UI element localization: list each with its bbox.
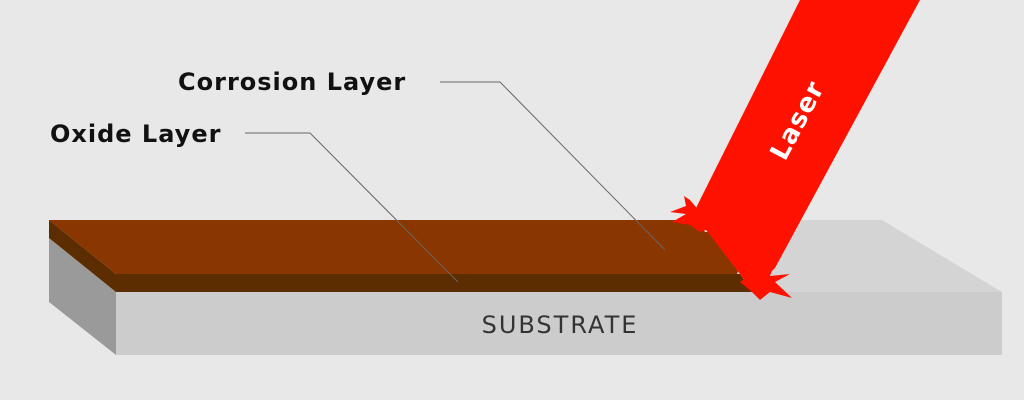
laser-beam [690,0,920,292]
corrosion-layer-top [49,220,742,274]
corrosion-leader-line [440,81,666,251]
oxide-layer-label: Oxide Layer [50,120,221,148]
substrate-front-face [116,292,1002,355]
substrate-label: SUBSTRATE [482,311,639,339]
oxide-layer-front [116,274,752,292]
oxide-layer-side [49,220,116,292]
spark-lower [740,262,792,300]
spark-upper [670,196,718,232]
substrate-left-face [49,238,116,355]
oxide-leader-line [245,132,459,283]
corrosion-layer-label: Corrosion Layer [178,68,406,96]
